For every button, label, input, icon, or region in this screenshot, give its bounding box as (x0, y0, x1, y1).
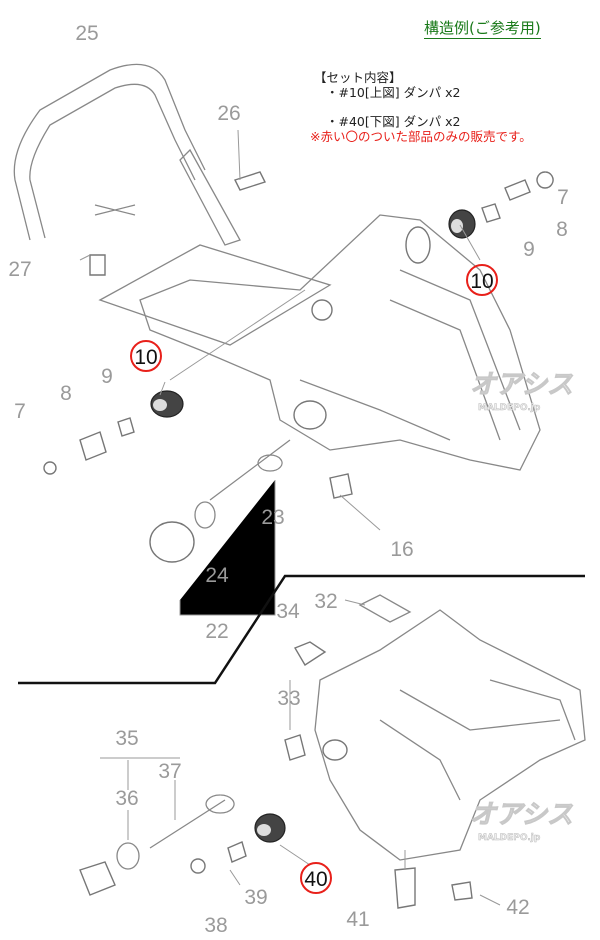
part-label: 33 (277, 687, 300, 710)
part-label: 8 (60, 382, 72, 405)
crankcase (314, 609, 586, 861)
damper-40 (254, 813, 286, 843)
part-label: 26 (217, 102, 240, 125)
diagram-title: 構造例(ご参考用) (424, 19, 541, 39)
highlight-circle (300, 862, 332, 894)
part-label-highlighted: 10 (470, 270, 493, 293)
part-label: 32 (314, 590, 337, 613)
part-label: 23 (261, 506, 284, 529)
damper-10-left (150, 390, 184, 418)
front-handle (13, 63, 206, 241)
svg-text:MALDEPO.jp: MALDEPO.jp (478, 833, 541, 843)
part-label: 7 (557, 186, 569, 209)
damper-10-upper (448, 209, 476, 239)
part-label: 8 (556, 218, 568, 241)
watermark: オアシス MALDEPO.jp オアシス MALDEPO.jp (470, 370, 574, 844)
part-label: 9 (101, 365, 113, 388)
highlight-circle (130, 340, 162, 372)
part-label: 35 (115, 727, 138, 750)
set-contents-heading: 【セット内容】 (314, 70, 402, 85)
part-label: 37 (158, 760, 181, 783)
part-label: 42 (506, 896, 529, 919)
part-label: 36 (115, 787, 138, 810)
set-item: ・#40[下図] ダンパ x2 (326, 114, 461, 129)
set-contents: 【セット内容】 ・#10[上図] ダンパ x2 ・#40[下図] ダンパ x2 (314, 70, 460, 129)
part-label: 25 (75, 22, 98, 45)
svg-text:オアシス: オアシス (470, 800, 573, 830)
set-item: ・#10[上図] ダンパ x2 (326, 85, 461, 100)
part-label: 34 (276, 600, 300, 623)
part-label: 24 (205, 564, 229, 587)
part-label-highlighted: 40 (304, 868, 327, 891)
part-label-highlighted: 10 (134, 346, 157, 369)
part-label: 27 (8, 258, 31, 281)
part-label: 41 (346, 908, 369, 931)
section-divider (18, 574, 585, 685)
highlight-circle (466, 264, 498, 296)
part-label: 39 (244, 886, 267, 909)
part-label: 38 (204, 914, 227, 937)
part-label: 9 (523, 238, 535, 261)
part-label: 16 (390, 538, 413, 561)
sales-note: ※赤い〇のついた部品のみの販売です。 (310, 129, 532, 144)
part-label: 7 (14, 400, 26, 423)
part-label: 22 (205, 620, 228, 643)
svg-text:オアシス: オアシス (470, 370, 573, 400)
main-housing-upper (139, 214, 541, 471)
svg-text:MALDEPO.jp: MALDEPO.jp (478, 403, 541, 413)
